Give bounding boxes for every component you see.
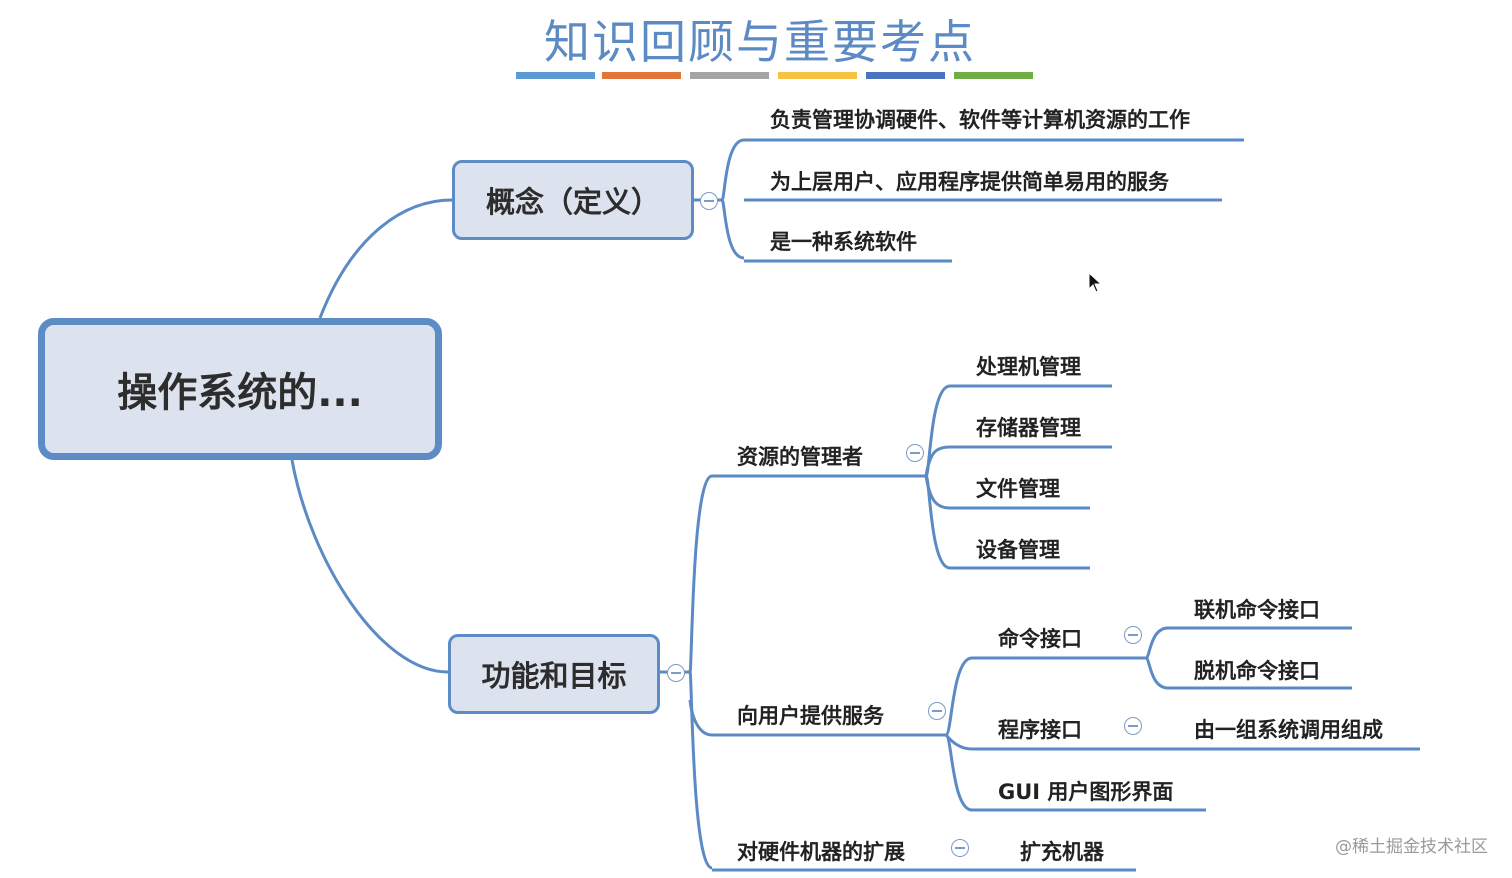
command-interface-node[interactable]: 命令接口 — [998, 627, 1082, 651]
mouse-pointer-icon — [1088, 272, 1103, 293]
title-stripe-darkblue — [866, 72, 945, 79]
gui-node[interactable]: GUI 用户图形界面 — [998, 780, 1174, 804]
title-stripe-orange — [602, 72, 681, 79]
collapse-command-interface-button[interactable] — [1124, 626, 1142, 644]
function-branch-node[interactable]: 功能和目标 — [448, 634, 660, 714]
concept-item-1[interactable]: 负责管理协调硬件、软件等计算机资源的工作 — [770, 108, 1190, 132]
title-stripe-green — [954, 72, 1033, 79]
resource-item-file[interactable]: 文件管理 — [976, 477, 1060, 501]
resource-item-processor[interactable]: 处理机管理 — [976, 355, 1081, 379]
online-command-node[interactable]: 联机命令接口 — [1194, 598, 1320, 622]
collapse-resource-manager-button[interactable] — [906, 444, 924, 462]
root-node[interactable]: 操作系统的... — [38, 318, 442, 460]
concept-branch-node[interactable]: 概念（定义） — [452, 160, 694, 240]
title-stripe-yellow — [778, 72, 857, 79]
collapse-user-service-button[interactable] — [928, 702, 946, 720]
collapse-program-interface-button[interactable] — [1124, 717, 1142, 735]
offline-command-node[interactable]: 脱机命令接口 — [1194, 659, 1320, 683]
title-stripe-gray — [690, 72, 769, 79]
watermark: @稀土掘金技术社区 — [1335, 837, 1488, 857]
resource-manager-node[interactable]: 资源的管理者 — [737, 445, 863, 469]
concept-item-3[interactable]: 是一种系统软件 — [770, 230, 917, 254]
resource-item-memory[interactable]: 存储器管理 — [976, 416, 1081, 440]
collapse-hardware-extension-button[interactable] — [951, 839, 969, 857]
title-stripe-blue — [516, 72, 595, 79]
program-interface-node[interactable]: 程序接口 — [998, 718, 1082, 742]
page-title: 知识回顾与重要考点 — [544, 15, 976, 69]
resource-item-device[interactable]: 设备管理 — [976, 538, 1060, 562]
collapse-concept-button[interactable] — [700, 192, 718, 210]
user-service-node[interactable]: 向用户提供服务 — [737, 704, 884, 728]
hardware-extension-node[interactable]: 对硬件机器的扩展 — [737, 840, 905, 864]
collapse-function-button[interactable] — [667, 664, 685, 682]
system-call-node[interactable]: 由一组系统调用组成 — [1194, 718, 1383, 742]
extended-machine-node[interactable]: 扩充机器 — [1020, 840, 1104, 864]
concept-item-2[interactable]: 为上层用户、应用程序提供简单易用的服务 — [770, 170, 1169, 194]
